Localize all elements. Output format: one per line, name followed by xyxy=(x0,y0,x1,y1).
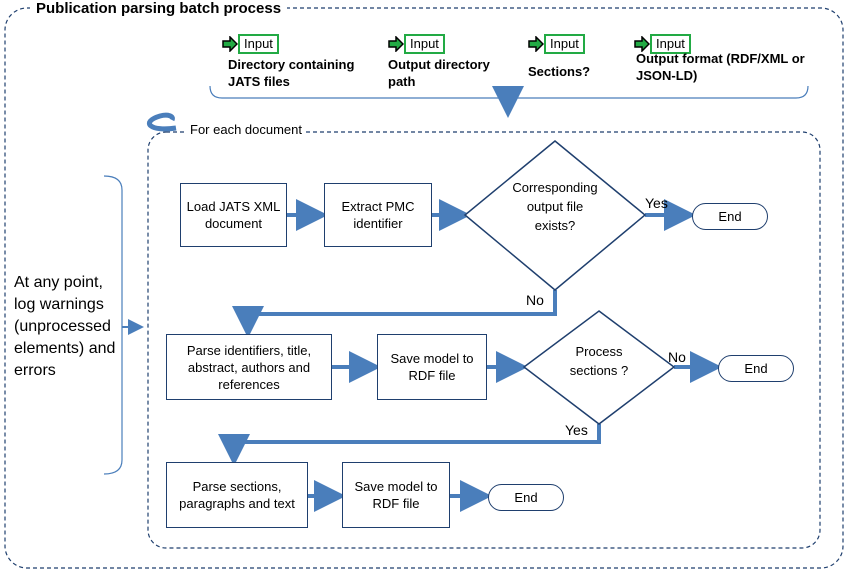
input-chip-3: Input xyxy=(528,34,585,54)
input-chip-1: Input xyxy=(222,34,279,54)
edge-label-no-1: No xyxy=(526,292,544,308)
step-parse-sections: Parse sections, paragraphs and text xyxy=(166,462,308,528)
loop-frame xyxy=(147,131,821,549)
input-desc-directory: Directory containing JATS files xyxy=(228,57,355,89)
input-label: Input xyxy=(650,34,691,54)
input-chip-2: Input xyxy=(388,34,445,54)
step-save-rdf-1: Save model to RDF file xyxy=(377,334,487,400)
input-label: Input xyxy=(404,34,445,54)
edge-decision1-parse1 xyxy=(232,290,557,338)
decision1-label: Corresponding output file exists? xyxy=(512,180,598,233)
edge-label-yes-2: Yes xyxy=(565,422,588,438)
decision2-diamond xyxy=(522,310,676,425)
input-desc-output-format: Output format (RDF/XML or JSON-LD) xyxy=(636,51,805,83)
decision2-label: Process sections ? xyxy=(569,344,629,378)
side-brace xyxy=(103,175,123,475)
side-note: At any point, log warnings (unprocessed … xyxy=(14,274,116,379)
end-node-3: End xyxy=(488,484,564,511)
step-extract-pmc: Extract PMC identifier xyxy=(324,183,432,247)
decision1-diamond xyxy=(463,140,647,291)
step-load-jats: Load JATS XML document xyxy=(180,183,287,247)
input-arrow-icon xyxy=(388,36,404,52)
outer-frame xyxy=(4,7,844,569)
input-chip-4: Input xyxy=(634,34,691,54)
step-save-rdf-2: Save model to RDF file xyxy=(342,462,450,528)
input-arrow-icon xyxy=(222,36,238,52)
edge-label-no-2: No xyxy=(668,349,686,365)
input-desc-sections: Sections? xyxy=(528,64,591,79)
loop-curl-icon xyxy=(146,112,177,132)
step-parse-identifiers: Parse identifiers, title, abstract, auth… xyxy=(166,334,332,400)
edge-decision2-parse2 xyxy=(218,424,601,466)
input-label: Input xyxy=(544,34,585,54)
input-label: Input xyxy=(238,34,279,54)
page-title: Publication parsing batch process xyxy=(30,0,288,17)
input-arrow-icon xyxy=(634,36,650,52)
end-node-1: End xyxy=(692,203,768,230)
end-node-2: End xyxy=(718,355,794,382)
loop-label: For each document xyxy=(186,122,307,137)
input-arrow-icon xyxy=(528,36,544,52)
input-desc-output-dir: Output directory path xyxy=(388,57,490,89)
edge-label-yes-1: Yes xyxy=(645,195,668,211)
